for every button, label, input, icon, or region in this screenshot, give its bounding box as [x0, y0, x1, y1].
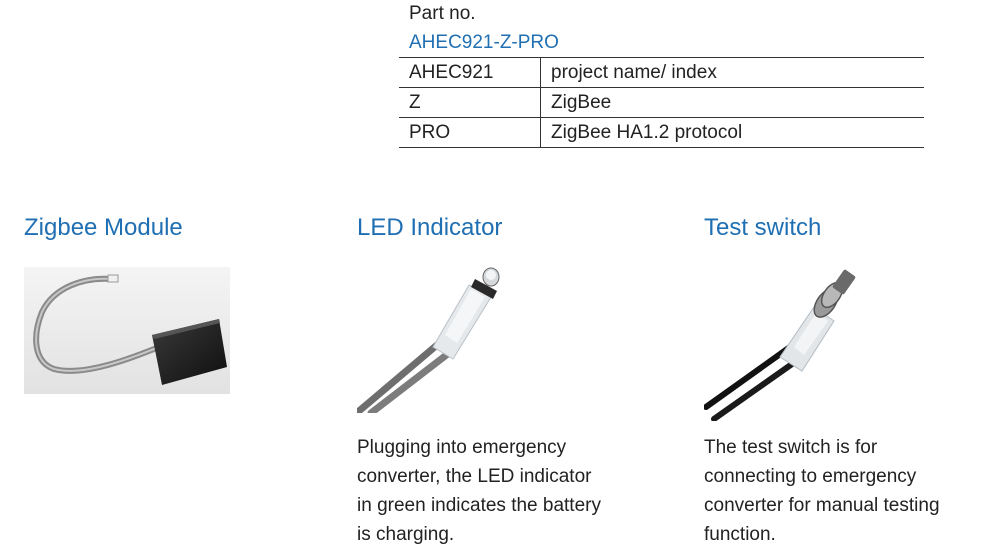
description-line: in green indicates the battery — [357, 495, 601, 516]
led-indicator-heading: LED Indicator — [357, 214, 503, 241]
description-line: converter for manual testing — [704, 495, 940, 516]
part-code-cell: Z — [399, 87, 541, 118]
table-row: AHEC921 project name/ index — [399, 57, 924, 88]
part-number-block: Part no. AHEC921-Z-PRO AHEC921 project n… — [399, 0, 924, 148]
description-line: The test switch is for — [704, 437, 878, 458]
test-switch-illustration — [703, 269, 856, 422]
zigbee-module-heading: Zigbee Module — [24, 214, 183, 241]
part-number-code: AHEC921-Z-PRO — [409, 32, 559, 53]
led-indicator-photo — [355, 263, 507, 417]
part-number-label: Part no. — [409, 3, 476, 24]
table-row: Z ZigBee — [399, 87, 924, 118]
led-indicator-illustration — [355, 267, 500, 417]
test-switch-photo — [703, 267, 856, 422]
test-switch-description: The test switch is for connecting to eme… — [704, 433, 940, 549]
description-line: connecting to emergency — [704, 466, 917, 487]
part-number-table: AHEC921 project name/ index Z ZigBee PRO… — [399, 57, 924, 148]
description-line: is charging. — [357, 524, 455, 545]
description-line: Plugging into emergency — [357, 437, 567, 458]
part-meaning-cell: ZigBee HA1.2 protocol — [540, 117, 924, 148]
description-line: converter, the LED indicator — [357, 466, 592, 487]
part-code-cell: PRO — [399, 117, 541, 148]
led-indicator-description: Plugging into emergency converter, the L… — [357, 433, 601, 549]
test-switch-heading: Test switch — [704, 214, 822, 241]
part-meaning-cell: ZigBee — [540, 87, 924, 118]
zigbee-module-photo — [24, 267, 230, 394]
description-line: function. — [704, 524, 776, 545]
zigbee-module-illustration — [24, 267, 230, 394]
table-row: PRO ZigBee HA1.2 protocol — [399, 117, 924, 148]
part-meaning-cell: project name/ index — [540, 57, 924, 88]
part-code-cell: AHEC921 — [399, 57, 541, 88]
